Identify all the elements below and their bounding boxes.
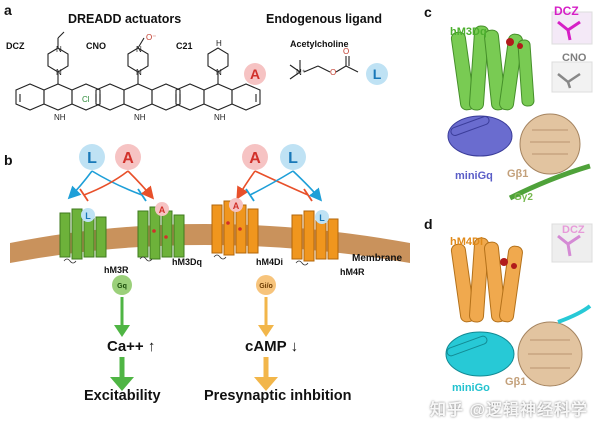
compound-label-c21: C21 — [176, 41, 193, 51]
ligand-badge-a — [366, 63, 388, 85]
receptor-hm4di: A — [211, 198, 259, 256]
chemical-structures: N N NH N N O⁻ Cl NH N H NH N⁺ O O A L — [15, 31, 388, 122]
label-dcz-c: DCZ — [554, 4, 579, 18]
compound-label-dcz: DCZ — [6, 41, 25, 51]
camp-down-arrow: ↓ — [290, 338, 299, 355]
label-minigq: miniGq — [455, 170, 493, 182]
panel-letter-b: b — [4, 152, 13, 168]
atom-n-dcz-2: N — [56, 45, 62, 54]
atom-n-dcz-1: N — [56, 68, 62, 77]
label-minigo: miniGo — [452, 382, 490, 394]
atom-n-cno-1: N — [136, 68, 142, 77]
acetylcholine-label: Acetylcholine — [290, 39, 349, 49]
excitability-label: Excitability — [84, 388, 161, 404]
label-hm4di: hM4Di — [256, 257, 283, 267]
receptor-hm4di-badge: A — [233, 201, 240, 211]
atom-n-c21-1: N — [216, 68, 222, 77]
label-hm3r: hM3R — [104, 265, 129, 275]
gio-badge-text: Gi/o — [259, 283, 273, 290]
receptor-hm3r: L — [59, 208, 107, 260]
label-hm4r: hM4R — [340, 267, 365, 277]
ligand-badge-left — [79, 144, 105, 170]
panel-letter-a: a — [4, 2, 12, 18]
agonist-badge-left-text: A — [122, 150, 134, 167]
atom-o-ach-1: O — [330, 68, 336, 77]
acetylcholine-structure — [289, 56, 359, 80]
panel-letter-c: c — [424, 4, 432, 20]
c21-structure — [175, 47, 261, 111]
atom-o-minus-cno: O⁻ — [146, 33, 156, 42]
ca-label: Ca++ ↑ — [107, 338, 155, 355]
receptor-hm3dq: A — [137, 202, 185, 260]
compound-label-cno: CNO — [86, 41, 106, 51]
atom-o-ach-2: O — [343, 47, 349, 56]
ligand-badge-right-text: L — [288, 150, 298, 167]
gq-badge-text: Gq — [117, 283, 127, 290]
ca-up-arrow: ↑ — [147, 338, 156, 355]
atom-h-c21: H — [216, 39, 222, 48]
agonist-badge-right — [242, 144, 268, 170]
gq-badge — [112, 275, 132, 295]
receptor-hm3r-badge: L — [85, 211, 91, 221]
label-gb1-d: Gβ1 — [505, 376, 527, 388]
agonist-badge-left — [115, 144, 141, 170]
label-cno-c: CNO — [562, 52, 587, 64]
atom-nh-cno: NH — [134, 113, 146, 122]
presynaptic-label: Presynaptic inhbition — [204, 388, 352, 404]
receptor-hm4r: L — [291, 210, 339, 262]
agonist-badge-a — [244, 63, 266, 85]
camp-text: cAMP — [245, 338, 287, 355]
receptor-hm3dq-badge: A — [159, 205, 166, 215]
gio-badge — [256, 275, 276, 295]
atom-n-plus-ach: N⁺ — [296, 68, 306, 77]
ligand-badge-right — [280, 144, 306, 170]
endogenous-ligand-header: Endogenous ligand — [266, 12, 382, 26]
label-dcz-d: DCZ — [562, 224, 585, 236]
atom-n-cno-2: N — [136, 45, 142, 54]
agonist-badge-right-text: A — [249, 150, 261, 167]
atom-nh-c21: NH — [214, 113, 226, 122]
label-hm3dq: hM3Dq — [172, 257, 202, 267]
structure-panel-c — [447, 11, 593, 201]
watermark-text: 知乎 @逻辑神经科学 — [430, 402, 589, 419]
structure-panel-d — [445, 223, 593, 387]
ligand-badge-left-text: L — [87, 150, 97, 167]
atom-cl-cno: Cl — [82, 95, 90, 104]
agonist-badge-text: A — [250, 66, 260, 82]
camp-label: cAMP ↓ — [245, 338, 298, 355]
label-membrane: Membrane — [352, 253, 402, 264]
receptor-diagram: L A A L L A A — [10, 144, 410, 391]
cno-inset — [551, 61, 593, 93]
label-hm3dq-structure: hM3Dq — [450, 26, 487, 38]
ca-text: Ca++ — [107, 338, 144, 355]
label-gb1-c: Gβ1 — [507, 168, 529, 180]
label-gy2: Gγ2 — [514, 192, 533, 203]
panel-letter-d: d — [424, 216, 433, 232]
atom-nh-dcz: NH — [54, 113, 66, 122]
dreadd-actuators-header: DREADD actuators — [68, 12, 182, 26]
ligand-badge-text: L — [373, 66, 382, 82]
label-hm4di-structure: hM4Di — [450, 236, 483, 248]
receptor-hm4r-badge: L — [319, 213, 325, 223]
